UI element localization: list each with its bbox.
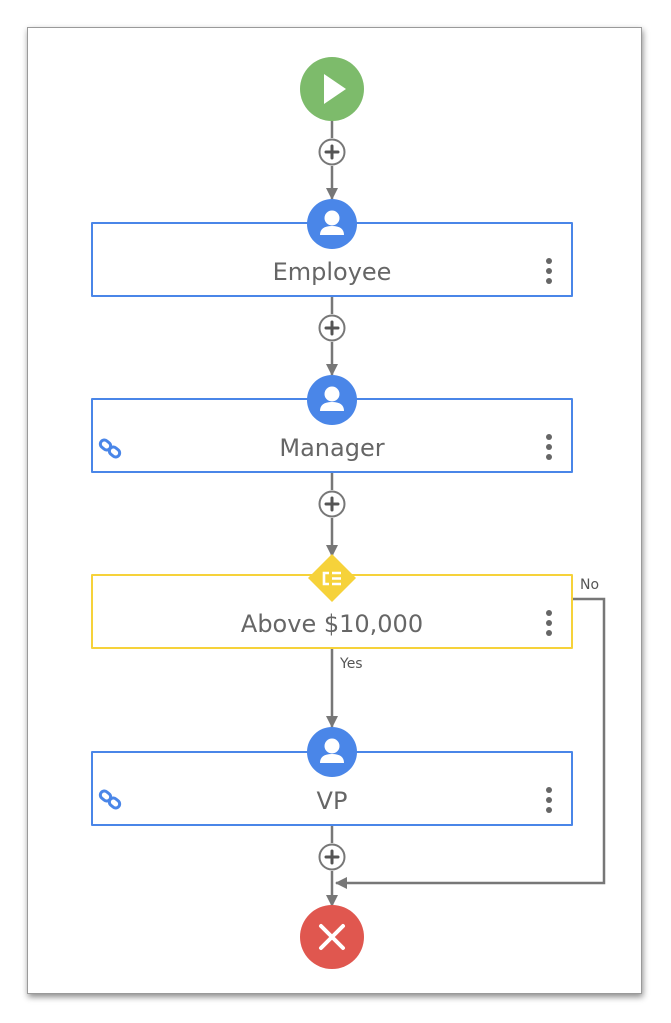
link-icon[interactable] [98, 787, 124, 813]
more-options-icon[interactable] [539, 609, 559, 643]
connector-no-branch [335, 597, 606, 889]
more-options-icon[interactable] [539, 257, 559, 291]
person-icon[interactable] [307, 375, 357, 425]
node-label: Manager [279, 434, 385, 462]
close-icon [300, 905, 364, 969]
more-options-icon[interactable] [539, 786, 559, 820]
plus-icon [318, 138, 346, 166]
node-label: VP [316, 787, 348, 815]
add-step-button[interactable] [318, 843, 346, 871]
no-branch-label: No [580, 577, 600, 593]
add-step-button[interactable] [318, 138, 346, 166]
add-step-button[interactable] [318, 490, 346, 518]
add-step-button[interactable] [318, 314, 346, 342]
plus-icon [318, 490, 346, 518]
person-icon[interactable] [307, 199, 357, 249]
play-icon [300, 57, 364, 121]
end-node[interactable] [300, 905, 364, 969]
node-label: Employee [272, 258, 392, 286]
condition-icon[interactable] [307, 553, 357, 603]
node-label: Above $10,000 [240, 610, 424, 638]
more-options-icon[interactable] [539, 433, 559, 467]
person-icon[interactable] [307, 727, 357, 777]
yes-branch-label: Yes [340, 656, 363, 672]
plus-icon [318, 314, 346, 342]
plus-icon [318, 843, 346, 871]
start-node[interactable] [300, 57, 364, 121]
link-icon[interactable] [98, 436, 124, 462]
